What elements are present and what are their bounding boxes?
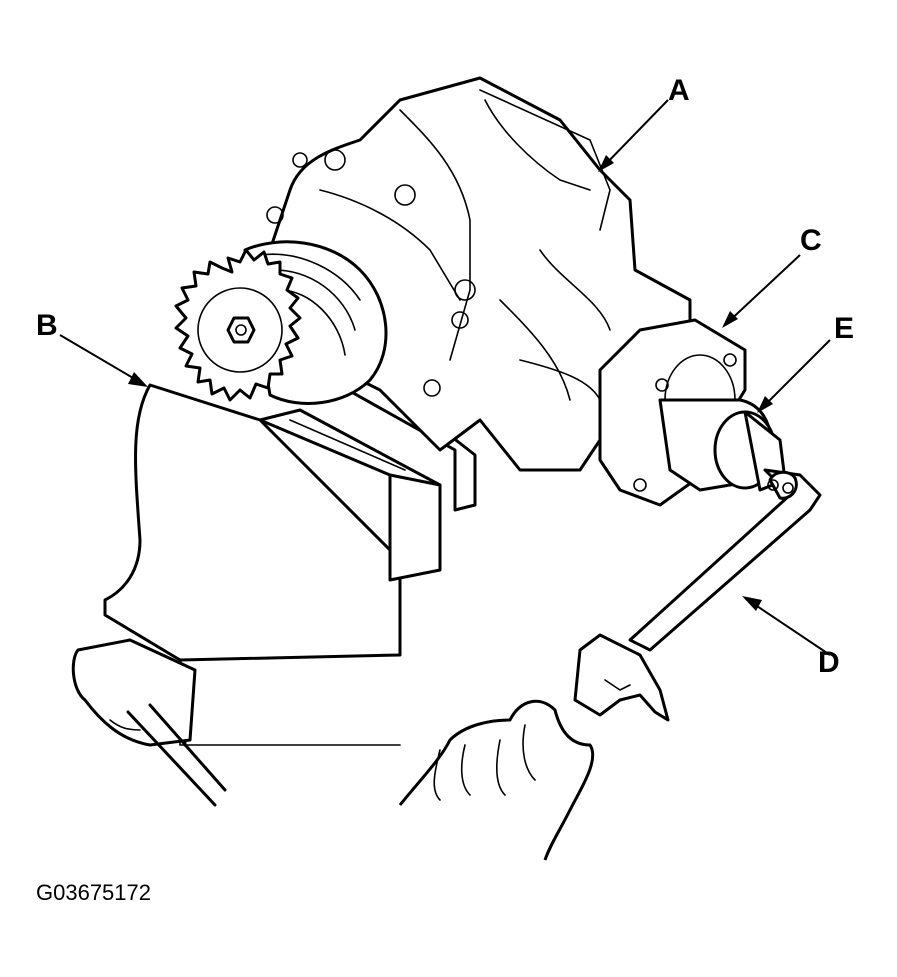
center-bolt bbox=[226, 316, 256, 344]
callout-label-d: D bbox=[818, 646, 840, 679]
callout-b: B bbox=[36, 309, 148, 387]
output-shaft bbox=[658, 398, 787, 492]
drive-gear bbox=[174, 240, 388, 405]
callout-label-a: A bbox=[668, 74, 690, 107]
callout-label-e: E bbox=[834, 312, 854, 345]
figure-code: G03675172 bbox=[36, 880, 151, 905]
bench-vise bbox=[71, 363, 477, 807]
callout-e: E bbox=[757, 312, 854, 413]
callout-label-b: B bbox=[36, 309, 58, 342]
wrench-tool bbox=[573, 468, 822, 722]
callout-label-c: C bbox=[800, 224, 822, 257]
callout-a: A bbox=[598, 74, 690, 172]
callout-c: C bbox=[722, 224, 822, 328]
hand bbox=[398, 699, 595, 861]
callout-d: D bbox=[742, 596, 840, 679]
